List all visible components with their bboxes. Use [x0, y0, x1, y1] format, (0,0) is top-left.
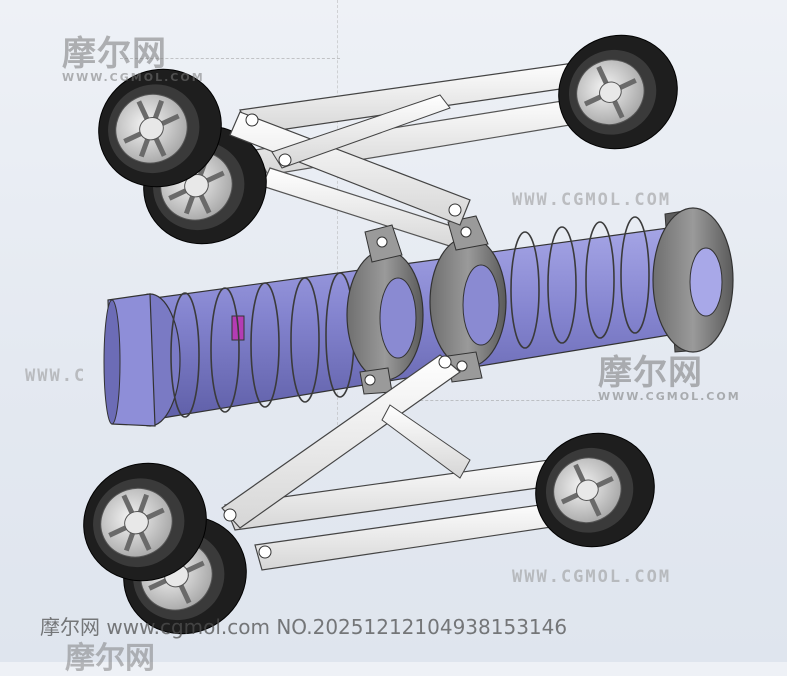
end-roller	[652, 207, 734, 353]
wheel-icon	[83, 462, 207, 582]
wheel-icon	[98, 68, 222, 188]
watermark-logo: 摩尔网 WWW.CGMOL.COM	[598, 353, 741, 403]
watermark-url-fragment: WWW.C	[25, 366, 87, 386]
upper-arm-front	[229, 59, 609, 226]
wheel-icon	[558, 34, 678, 150]
center-collar-left	[346, 224, 424, 395]
construction-line	[120, 58, 340, 59]
wheel-icon	[535, 432, 655, 548]
construction-line-vertical	[337, 0, 338, 430]
watermark-logo-bottom: 摩尔网	[65, 641, 155, 676]
suspension-assembly	[83, 34, 734, 635]
construction-line	[400, 400, 600, 401]
footer-caption: 摩尔网 www.cgmol.com NO.2025121210493815314…	[40, 615, 568, 639]
lower-arm	[221, 354, 596, 571]
watermark-url: WWW.CGMOL.COM	[512, 190, 672, 210]
watermark-url: WWW.CGMOL.COM	[512, 567, 672, 587]
watermark-logo: 摩尔网 WWW.CGMOL.COM	[62, 34, 205, 84]
